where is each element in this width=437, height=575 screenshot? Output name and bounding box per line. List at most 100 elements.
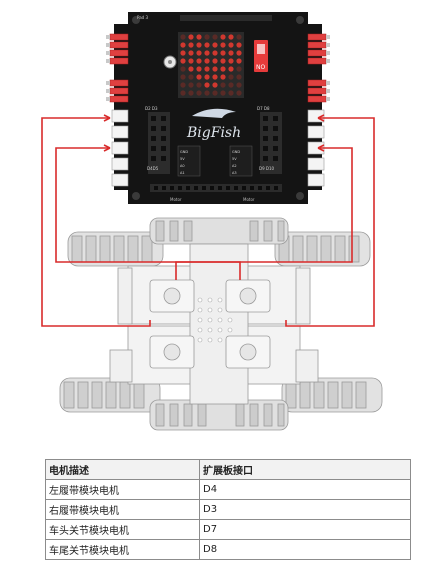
led-dot <box>236 50 242 56</box>
servo-motor-right-rear <box>225 335 271 369</box>
right-pin-header <box>260 112 282 174</box>
right-white-connectors <box>307 109 325 187</box>
led-dot <box>220 74 226 80</box>
led-dot <box>220 66 226 72</box>
jst-connector <box>307 125 325 139</box>
servo-motor-left-front <box>149 279 195 313</box>
led-dot <box>196 90 202 96</box>
track-front-left <box>67 231 164 267</box>
led-dot <box>236 42 242 48</box>
led-dot <box>196 74 202 80</box>
servo-motor-left-rear <box>149 335 195 369</box>
header-expansion-port: 扩展板接口 <box>199 459 411 480</box>
led-dot <box>204 42 210 48</box>
led-dot <box>228 34 234 40</box>
brand-text: BigFish <box>186 125 241 141</box>
svg-text:5V: 5V <box>232 157 237 161</box>
table-row: 右履带模块电机 D3 <box>45 499 411 520</box>
table-row: 车头关节模块电机 D7 <box>45 519 411 540</box>
led-dot <box>180 42 186 48</box>
led-dot <box>196 82 202 88</box>
left-servo-plugs <box>106 33 129 103</box>
led-dot <box>204 66 210 72</box>
bottom-label-right: Motor <box>243 197 255 202</box>
wiring-diagram: Pad 3 NO BigFish <box>41 12 383 431</box>
table-row: 车尾关节模块电机 D8 <box>45 539 411 560</box>
led-dot <box>220 34 226 40</box>
led-dot <box>180 50 186 56</box>
expansion-port: D8 <box>199 539 411 560</box>
svg-text:A0: A0 <box>180 164 185 168</box>
led-dot <box>228 42 234 48</box>
led-dot <box>228 58 234 64</box>
servo-plug <box>307 41 327 49</box>
jst-connector <box>111 141 129 155</box>
servo-plug <box>307 49 327 57</box>
led-dot <box>188 34 194 40</box>
robot-chassis <box>59 217 383 431</box>
track-center-top <box>149 217 289 245</box>
led-dot <box>220 90 226 96</box>
led-dot <box>180 74 186 80</box>
servo-plug <box>109 49 129 57</box>
motor-description: 右履带模块电机 <box>45 499 200 520</box>
led-dot <box>188 42 194 48</box>
pin-label-block-left <box>177 145 201 177</box>
led-dot <box>236 74 242 80</box>
led-dot <box>180 34 186 40</box>
servo-plug <box>307 57 327 65</box>
led-dot <box>220 82 226 88</box>
led-dot <box>212 90 218 96</box>
jst-connector <box>111 157 129 171</box>
svg-text:GND: GND <box>180 150 188 154</box>
led-dot <box>228 74 234 80</box>
led-dot <box>236 66 242 72</box>
servo-plug <box>307 79 327 87</box>
svg-text:A3: A3 <box>232 171 237 175</box>
right-connector-label: D7 D8 <box>257 106 270 111</box>
svg-text:5V: 5V <box>180 157 185 161</box>
left-white-connectors <box>111 109 129 187</box>
led-dot <box>188 82 194 88</box>
led-dot <box>228 90 234 96</box>
bigfish-logo: BigFish <box>186 108 241 141</box>
led-dot <box>236 90 242 96</box>
jst-connector <box>307 157 325 171</box>
wiring-lines <box>41 114 375 327</box>
svg-text:A1: A1 <box>180 171 185 175</box>
pin-label-block-right <box>229 145 253 177</box>
led-dot <box>180 90 186 96</box>
right-servo-plugs <box>307 33 330 103</box>
led-dot <box>212 74 218 80</box>
led-dot <box>228 50 234 56</box>
led-dot <box>228 66 234 72</box>
motor-description: 车尾关节模块电机 <box>45 539 200 560</box>
motor-description: 车头关节模块电机 <box>45 519 200 540</box>
expansion-port: D3 <box>199 499 411 520</box>
jst-connector <box>111 109 129 123</box>
led-dot <box>188 74 194 80</box>
svg-text:GND: GND <box>232 150 240 154</box>
servo-plug <box>109 95 129 103</box>
frame-spine <box>189 243 249 405</box>
led-dot <box>220 50 226 56</box>
led-dot <box>212 66 218 72</box>
led-dot <box>180 82 186 88</box>
led-dot <box>204 34 210 40</box>
led-dot <box>212 58 218 64</box>
wire-d4-left-track <box>41 117 151 327</box>
servo-plug <box>109 41 129 49</box>
left-small-connector: D4D5 <box>147 166 159 171</box>
board-top-label: Pad 3 <box>137 15 148 20</box>
servo-plug <box>109 87 129 95</box>
servo-plug <box>109 57 129 65</box>
led-dot <box>204 58 210 64</box>
switch-label: NO <box>256 64 265 71</box>
led-dot <box>236 82 242 88</box>
led-dot <box>188 58 194 64</box>
led-dot <box>204 50 210 56</box>
servo-plug <box>307 95 327 103</box>
jst-connector <box>111 125 129 139</box>
led-dot <box>180 66 186 72</box>
led-dot <box>212 34 218 40</box>
